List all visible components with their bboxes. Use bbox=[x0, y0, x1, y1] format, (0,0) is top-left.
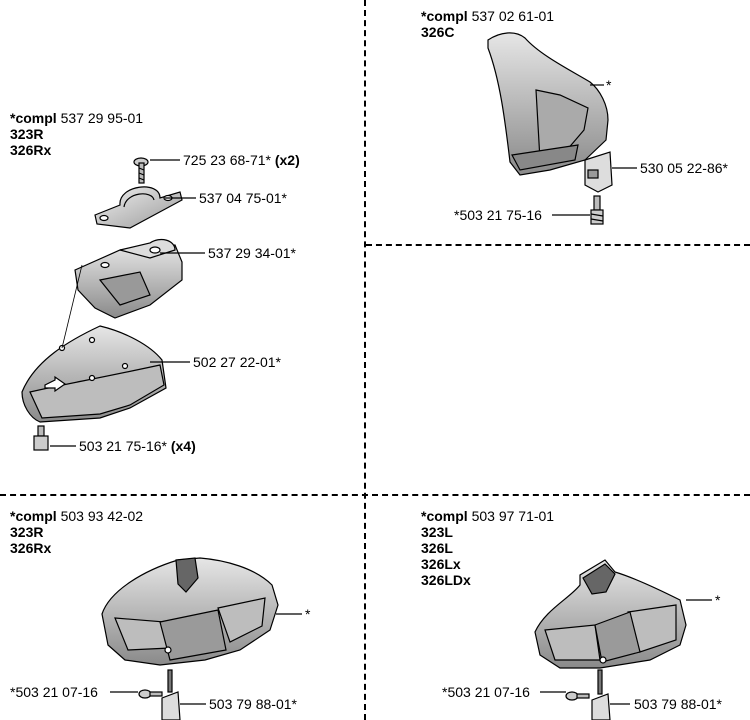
kit1-screw-icon bbox=[33, 425, 49, 451]
kit4-screw-icon bbox=[565, 691, 590, 701]
kit2-screw-icon bbox=[590, 195, 604, 225]
kit1-callout: 537 29 34-01* bbox=[208, 245, 296, 261]
kit3-bracket-icon bbox=[161, 669, 181, 720]
kit4-part-number: 503 97 71-01 bbox=[471, 508, 555, 524]
kit1-guard-icon bbox=[21, 325, 167, 423]
kit1-header: *compl 537 29 95-01 323R 326Rx bbox=[10, 110, 143, 158]
kit4-callout: * bbox=[715, 592, 721, 608]
kit1-callout: 502 27 22-01* bbox=[193, 354, 281, 370]
kit1-callout: 725 23 68-71* (x2) bbox=[183, 152, 300, 168]
kit3-callout: 503 79 88-01* bbox=[209, 696, 297, 712]
kit3-header: *compl 503 93 42-02 323R 326Rx bbox=[10, 508, 143, 556]
kit3-model: 326Rx bbox=[10, 540, 52, 556]
kit4-guard-icon bbox=[534, 559, 687, 669]
kit2-part-number: 537 02 61-01 bbox=[471, 8, 555, 24]
kit3-drawing bbox=[101, 557, 302, 720]
kit2-bracket-icon bbox=[584, 151, 613, 193]
kit4-model: 326LDx bbox=[421, 572, 471, 588]
kit2-drawing bbox=[487, 32, 637, 225]
kit1-callout: 503 21 75-16* (x4) bbox=[79, 438, 196, 454]
kit4-compl-label: *compl bbox=[421, 508, 468, 524]
kit4-bracket-icon bbox=[591, 669, 611, 720]
horizontal-divider-top-right bbox=[366, 244, 750, 246]
kit2-model: 326C bbox=[421, 24, 455, 40]
kit3-guard-icon bbox=[101, 557, 279, 666]
kit4-model: 326L bbox=[421, 540, 453, 556]
kit1-compl-label: *compl bbox=[10, 110, 57, 126]
kit3-callout: * bbox=[305, 606, 311, 622]
kit1-drawing bbox=[21, 157, 205, 451]
kit1-clamp-housing-icon bbox=[74, 238, 183, 319]
kit2-header: *compl 537 02 61-01 326C bbox=[421, 8, 554, 40]
kit3-model: 323R bbox=[10, 524, 44, 540]
kit4-model: 326Lx bbox=[421, 556, 461, 572]
kit1-model: 326Rx bbox=[10, 142, 52, 158]
kit4-callout: *503 21 07-16 bbox=[442, 684, 530, 700]
kit3-callout: *503 21 07-16 bbox=[10, 684, 98, 700]
kit2-callout: 530 05 22-86* bbox=[640, 160, 728, 176]
vertical-divider bbox=[364, 0, 366, 720]
kit2-guard-icon bbox=[487, 32, 609, 176]
kit4-model: 323L bbox=[421, 524, 453, 540]
kit2-compl-label: *compl bbox=[421, 8, 468, 24]
kit4-drawing bbox=[534, 559, 712, 720]
kit3-part-number: 503 93 42-02 bbox=[60, 508, 144, 524]
kit4-header: *compl 503 97 71-01 323L 326L 326Lx 326L… bbox=[421, 508, 554, 588]
kit1-model: 323R bbox=[10, 126, 44, 142]
kit1-clamp-icon bbox=[94, 186, 183, 229]
kit1-part-number: 537 29 95-01 bbox=[60, 110, 144, 126]
kit1-callout: 537 04 75-01* bbox=[199, 190, 287, 206]
kit2-callout: * bbox=[606, 77, 612, 93]
kit2-callout: *503 21 75-16 bbox=[454, 207, 542, 223]
kit3-screw-icon bbox=[138, 689, 163, 699]
kit3-compl-label: *compl bbox=[10, 508, 57, 524]
kit1-bolt-icon bbox=[133, 157, 149, 184]
horizontal-divider-bottom bbox=[0, 494, 750, 496]
kit4-callout: 503 79 88-01* bbox=[634, 696, 722, 712]
